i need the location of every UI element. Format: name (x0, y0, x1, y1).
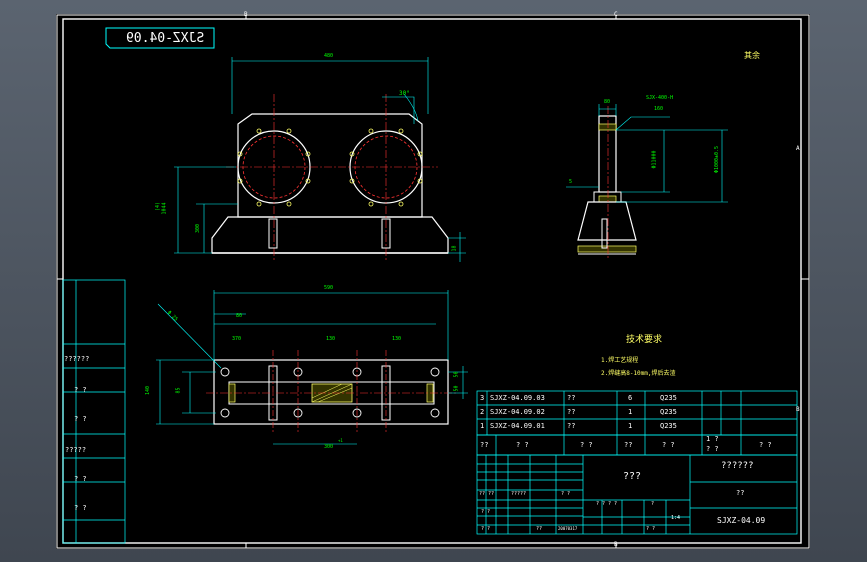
title-row-1: ?? ?? (479, 491, 495, 497)
bom-row-1-mat: Q235 (660, 422, 677, 430)
title-row-3: ? ? (481, 526, 491, 532)
dim-left-height-2: 1044 (161, 202, 168, 215)
bom-row-2-code: SJXZ-04.09.02 (490, 408, 545, 416)
dim-side-callout: SJX-400-H (646, 95, 674, 101)
grid-letter-side-a: A (796, 145, 800, 152)
title-weight: ? (651, 501, 655, 507)
dim-plan-h3: 50 (453, 371, 460, 378)
bom-header-c1: ?? (480, 441, 489, 449)
dim-left-height-1: (4) (155, 201, 162, 212)
drawing-number-mirrored: SJXZ-04.09 (126, 31, 205, 46)
bom-header-c3: ? ? (580, 441, 593, 449)
grid-letter-top-c: C (614, 11, 618, 18)
grid-letter-bottom-b: B (614, 541, 618, 548)
drawing-sheet: SJXZ-04.09 B C B A B 其余 480 30° (4) 1044… (56, 11, 810, 549)
left-strip-3: ? ? (74, 415, 87, 423)
left-strip-6: ? ? (74, 504, 87, 512)
dim-plan-s3: 130 (392, 336, 402, 342)
left-strip-4: ????? (65, 446, 87, 454)
bom-row-3-no: 3 (480, 394, 485, 402)
bom-row-3-mat: Q235 (660, 394, 677, 402)
dim-plan-h2: 85 (175, 387, 182, 394)
dim-plan-left: 80 (236, 313, 243, 319)
bom-header-c6: 1 ? (706, 435, 719, 443)
bom-row-1-no: 1 (480, 422, 485, 430)
title-sub: ?? (736, 489, 745, 497)
grid-letter-top-b: B (244, 11, 248, 18)
dim-left-base: 300 (195, 223, 202, 234)
title-stage: ? ? ? ? (596, 501, 618, 507)
title-sheet: ? ? (646, 526, 656, 532)
left-strip-grid (62, 279, 126, 544)
dim-top-width: 480 (324, 53, 334, 59)
title-block-grid (476, 454, 798, 535)
dim-side-callout2: 160 (654, 106, 664, 112)
bom-header-c4: ?? (624, 441, 633, 449)
bom-row-2-qty: 1 (628, 408, 633, 416)
bom-header-c2: ? ? (516, 441, 529, 449)
plan-view (156, 290, 468, 445)
title-row-1c: ? ? (561, 491, 571, 497)
dim-side-top: 80 (604, 99, 611, 105)
title-row-2: ? ? (481, 509, 491, 515)
dim-plan-h1: 140 (145, 385, 152, 396)
dim-plan-s1: 370 (232, 336, 242, 342)
dim-angle: 30° (399, 90, 410, 97)
title-row-3c: 20070317 (558, 526, 578, 531)
left-strip-5: ? ? (74, 475, 87, 483)
bom-row-3-code: SJXZ-04.09.03 (490, 394, 545, 402)
grid-letter-side-b: B (796, 406, 800, 413)
dim-side-d2: Φ1000±0.5 (714, 145, 721, 174)
tech-title: 技术要求 (626, 335, 663, 345)
title-row-3b: ?? (536, 526, 543, 532)
title-company: ?????? (721, 461, 754, 471)
dim-plan-width: 590 (324, 285, 334, 291)
title-row-1b: ????? (511, 491, 527, 497)
bom-table-grid (476, 390, 798, 456)
cad-drawing (56, 14, 810, 549)
bom-row-3-qty: 6 (628, 394, 633, 402)
bom-header-c7: ? ? (759, 441, 772, 449)
tech-line-1: 1.焊工艺规程 (601, 357, 639, 364)
left-strip-1: ?????? (64, 355, 90, 363)
dim-side-left: 5 (569, 179, 573, 185)
dim-plan-s2: 130 (326, 336, 336, 342)
front-view (174, 57, 466, 262)
bom-header-c5: ? ? (662, 441, 675, 449)
dim-plan-bottom: 300 (324, 444, 334, 450)
dim-side-d1: Φ11000 (651, 150, 658, 169)
title-drawing-number: SJXZ-04.09 (717, 516, 766, 525)
bom-row-1-qty: 1 (628, 422, 633, 430)
zone-ticks (57, 15, 809, 548)
title-part-name: ??? (623, 471, 642, 482)
side-view (566, 104, 728, 260)
bom-row-3-name: ?? (567, 394, 576, 402)
outer-border (56, 14, 810, 549)
bom-row-2-name: ?? (567, 408, 576, 416)
bom-row-1-code: SJXZ-04.09.01 (490, 422, 545, 430)
title-scale: 1:4 (671, 515, 681, 521)
dim-plan-bottom-suffix: +1 (338, 438, 343, 443)
drawing-number-box (105, 27, 215, 49)
dim-plan-h4: 50 (453, 385, 460, 392)
bom-row-2-no: 2 (480, 408, 485, 416)
dim-right-small: 18 (451, 245, 458, 252)
corner-note: 其余 (744, 51, 760, 60)
tech-line-2: 2.焊缝高8-10mm,焊后去渣 (601, 370, 676, 377)
bom-header-c6b: ? ? (706, 445, 719, 453)
left-strip-2: ? ? (74, 386, 87, 394)
bom-row-2-mat: Q235 (660, 408, 677, 416)
bom-row-1-name: ?? (567, 422, 576, 430)
